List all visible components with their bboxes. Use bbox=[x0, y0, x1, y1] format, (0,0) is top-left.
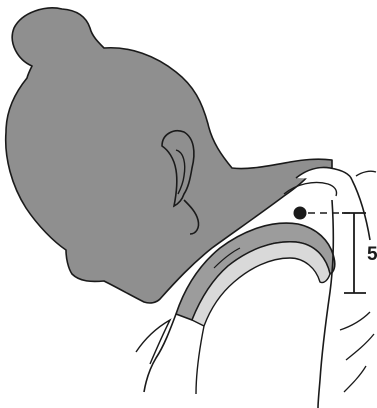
shirt-collar-right bbox=[356, 171, 376, 176]
measurement-label: 5 bbox=[367, 244, 377, 265]
inner-garment-line bbox=[196, 326, 204, 394]
shirt-fold-right bbox=[340, 312, 374, 392]
back-shoulder-line bbox=[318, 200, 333, 408]
measurement-point-marker bbox=[294, 207, 307, 220]
